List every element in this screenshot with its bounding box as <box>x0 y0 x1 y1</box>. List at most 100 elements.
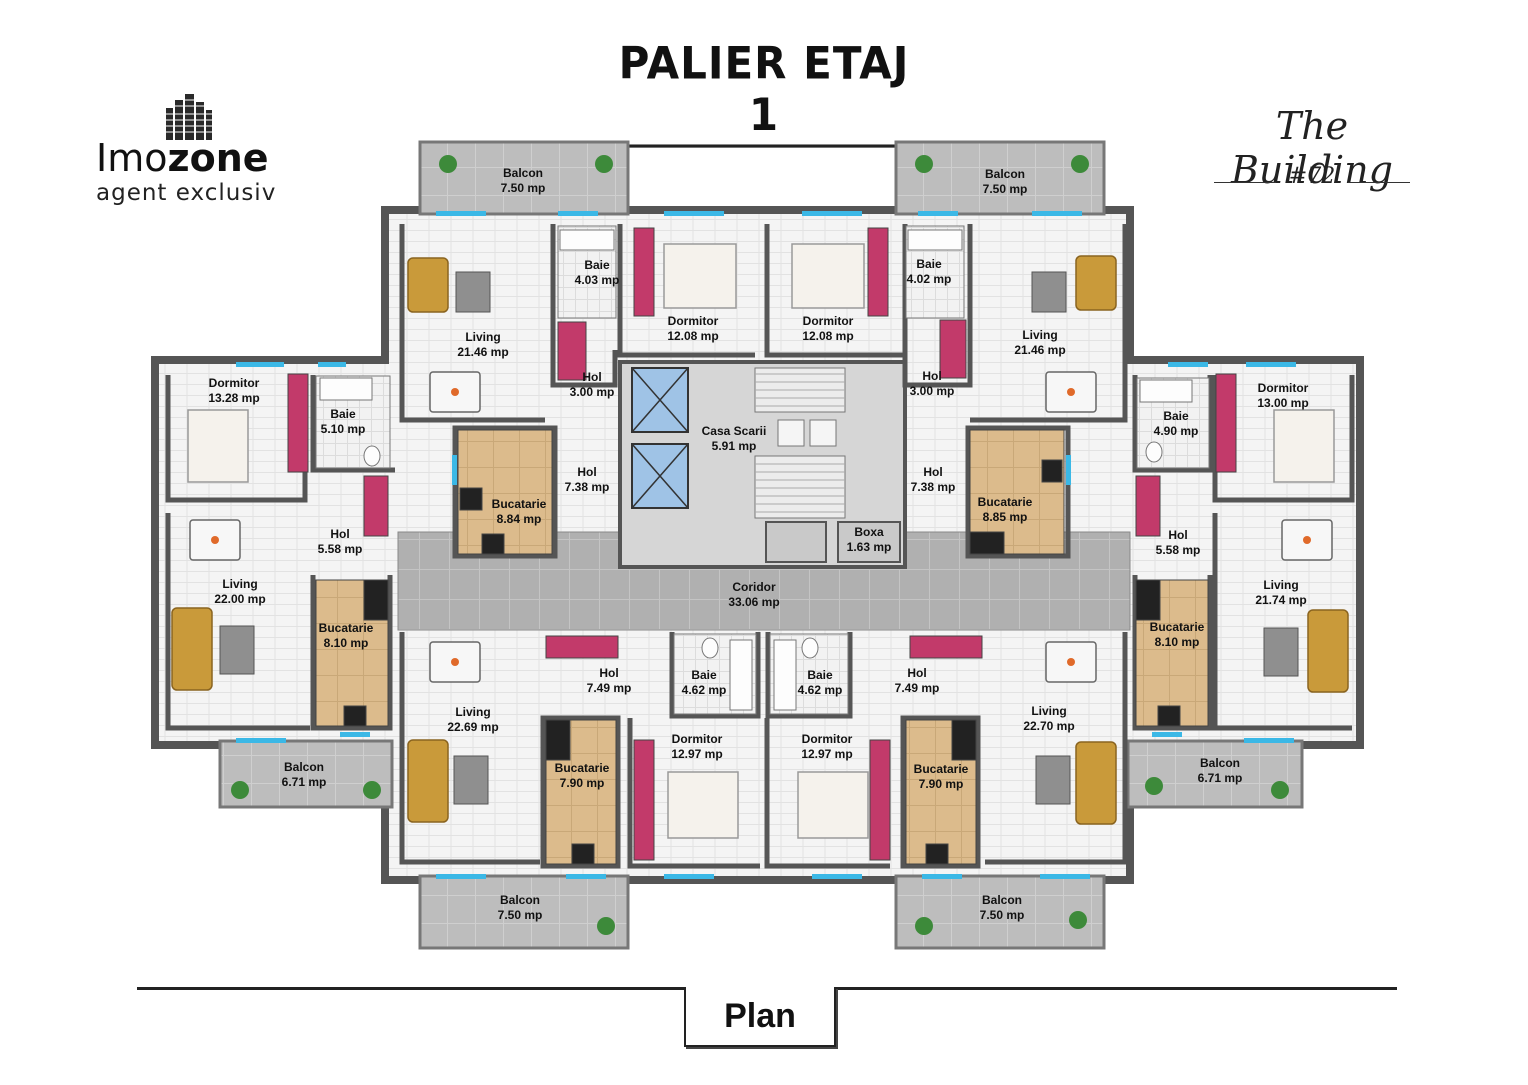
room-area: 7.50 mp <box>979 908 1025 922</box>
room-area: 22.69 mp <box>447 720 499 734</box>
stair-core <box>618 360 907 569</box>
room-area: 12.08 mp <box>802 329 854 343</box>
room-area: 7.90 mp <box>559 776 605 790</box>
logo-tagline: agent exclusiv <box>96 180 277 206</box>
bed-icons <box>187 243 1335 839</box>
room-name: Coridor <box>732 580 776 594</box>
room-name: Bucatarie <box>554 761 610 775</box>
logo-name-part2: zone <box>167 136 269 180</box>
room-name: Baie <box>1163 409 1189 423</box>
room-area: 8.85 mp <box>982 510 1028 524</box>
logo-name-part1: Imo <box>96 136 168 180</box>
room-area: 13.00 mp <box>1257 396 1309 410</box>
room-name: Living <box>465 330 501 344</box>
room-area: 7.50 mp <box>497 908 543 922</box>
room-name: Bucatarie <box>1149 620 1205 634</box>
room-area: 21.74 mp <box>1255 593 1307 607</box>
room-name: Dormitor <box>667 314 719 328</box>
room-name: Living <box>1031 704 1067 718</box>
room-name: Balcon <box>984 167 1026 181</box>
page-title: PALIER ETAJ 1 <box>614 37 914 148</box>
room-area: 12.97 mp <box>671 747 723 761</box>
room-area: 4.62 mp <box>797 683 843 697</box>
room-name: Hol <box>907 666 927 680</box>
room-area: 12.97 mp <box>801 747 853 761</box>
windows <box>236 211 1296 879</box>
room-name: Bucatarie <box>913 762 969 776</box>
room-name: Baie <box>916 257 942 271</box>
room-name: Balcon <box>1199 756 1241 770</box>
sofa-icons <box>171 255 1349 825</box>
room-name: Balcon <box>283 760 325 774</box>
brand-line-left <box>1214 182 1276 183</box>
room-area: 7.50 mp <box>982 182 1028 196</box>
room-area: 1.63 mp <box>846 540 892 554</box>
room-area: 12.08 mp <box>667 329 719 343</box>
interior-walls <box>165 224 1355 869</box>
room-name: Living <box>1022 328 1058 342</box>
room-name: Hol <box>923 465 943 479</box>
room-area: 21.46 mp <box>457 345 509 359</box>
room-name: Balcon <box>499 893 541 907</box>
room-name: Baie <box>691 668 717 682</box>
balconies <box>218 140 1304 950</box>
room-name: Baie <box>330 407 356 421</box>
room-name: Living <box>222 577 258 591</box>
room-name: Hol <box>577 465 597 479</box>
dining-table-icons <box>189 371 1333 683</box>
room-name: Bucatarie <box>977 495 1033 509</box>
room-name: Dormitor <box>1257 381 1309 395</box>
room-area: 5.58 mp <box>317 542 363 556</box>
logo-wordmark: Imozone <box>96 136 269 180</box>
room-area: 8.10 mp <box>323 636 369 650</box>
room-area: 7.38 mp <box>564 480 610 494</box>
imozone-logo: Imozone agent exclusiv <box>88 94 288 214</box>
room-area: 22.70 mp <box>1023 719 1075 733</box>
room-name: Balcon <box>981 893 1023 907</box>
room-area: 5.58 mp <box>1155 543 1201 557</box>
kitchen-icons <box>315 429 1209 865</box>
plant-icons <box>231 155 1289 935</box>
room-area: 6.71 mp <box>281 775 327 789</box>
room-name: Living <box>455 705 491 719</box>
room-area: 4.03 mp <box>574 273 620 287</box>
room-name: Hol <box>1168 528 1188 542</box>
building-brand: The Building #72 <box>1192 104 1432 200</box>
room-area: 4.02 mp <box>906 272 952 286</box>
room-name: Baie <box>584 258 610 272</box>
room-name: Bucatarie <box>318 621 374 635</box>
room-name: Dormitor <box>802 314 854 328</box>
room-name: Living <box>1263 578 1299 592</box>
